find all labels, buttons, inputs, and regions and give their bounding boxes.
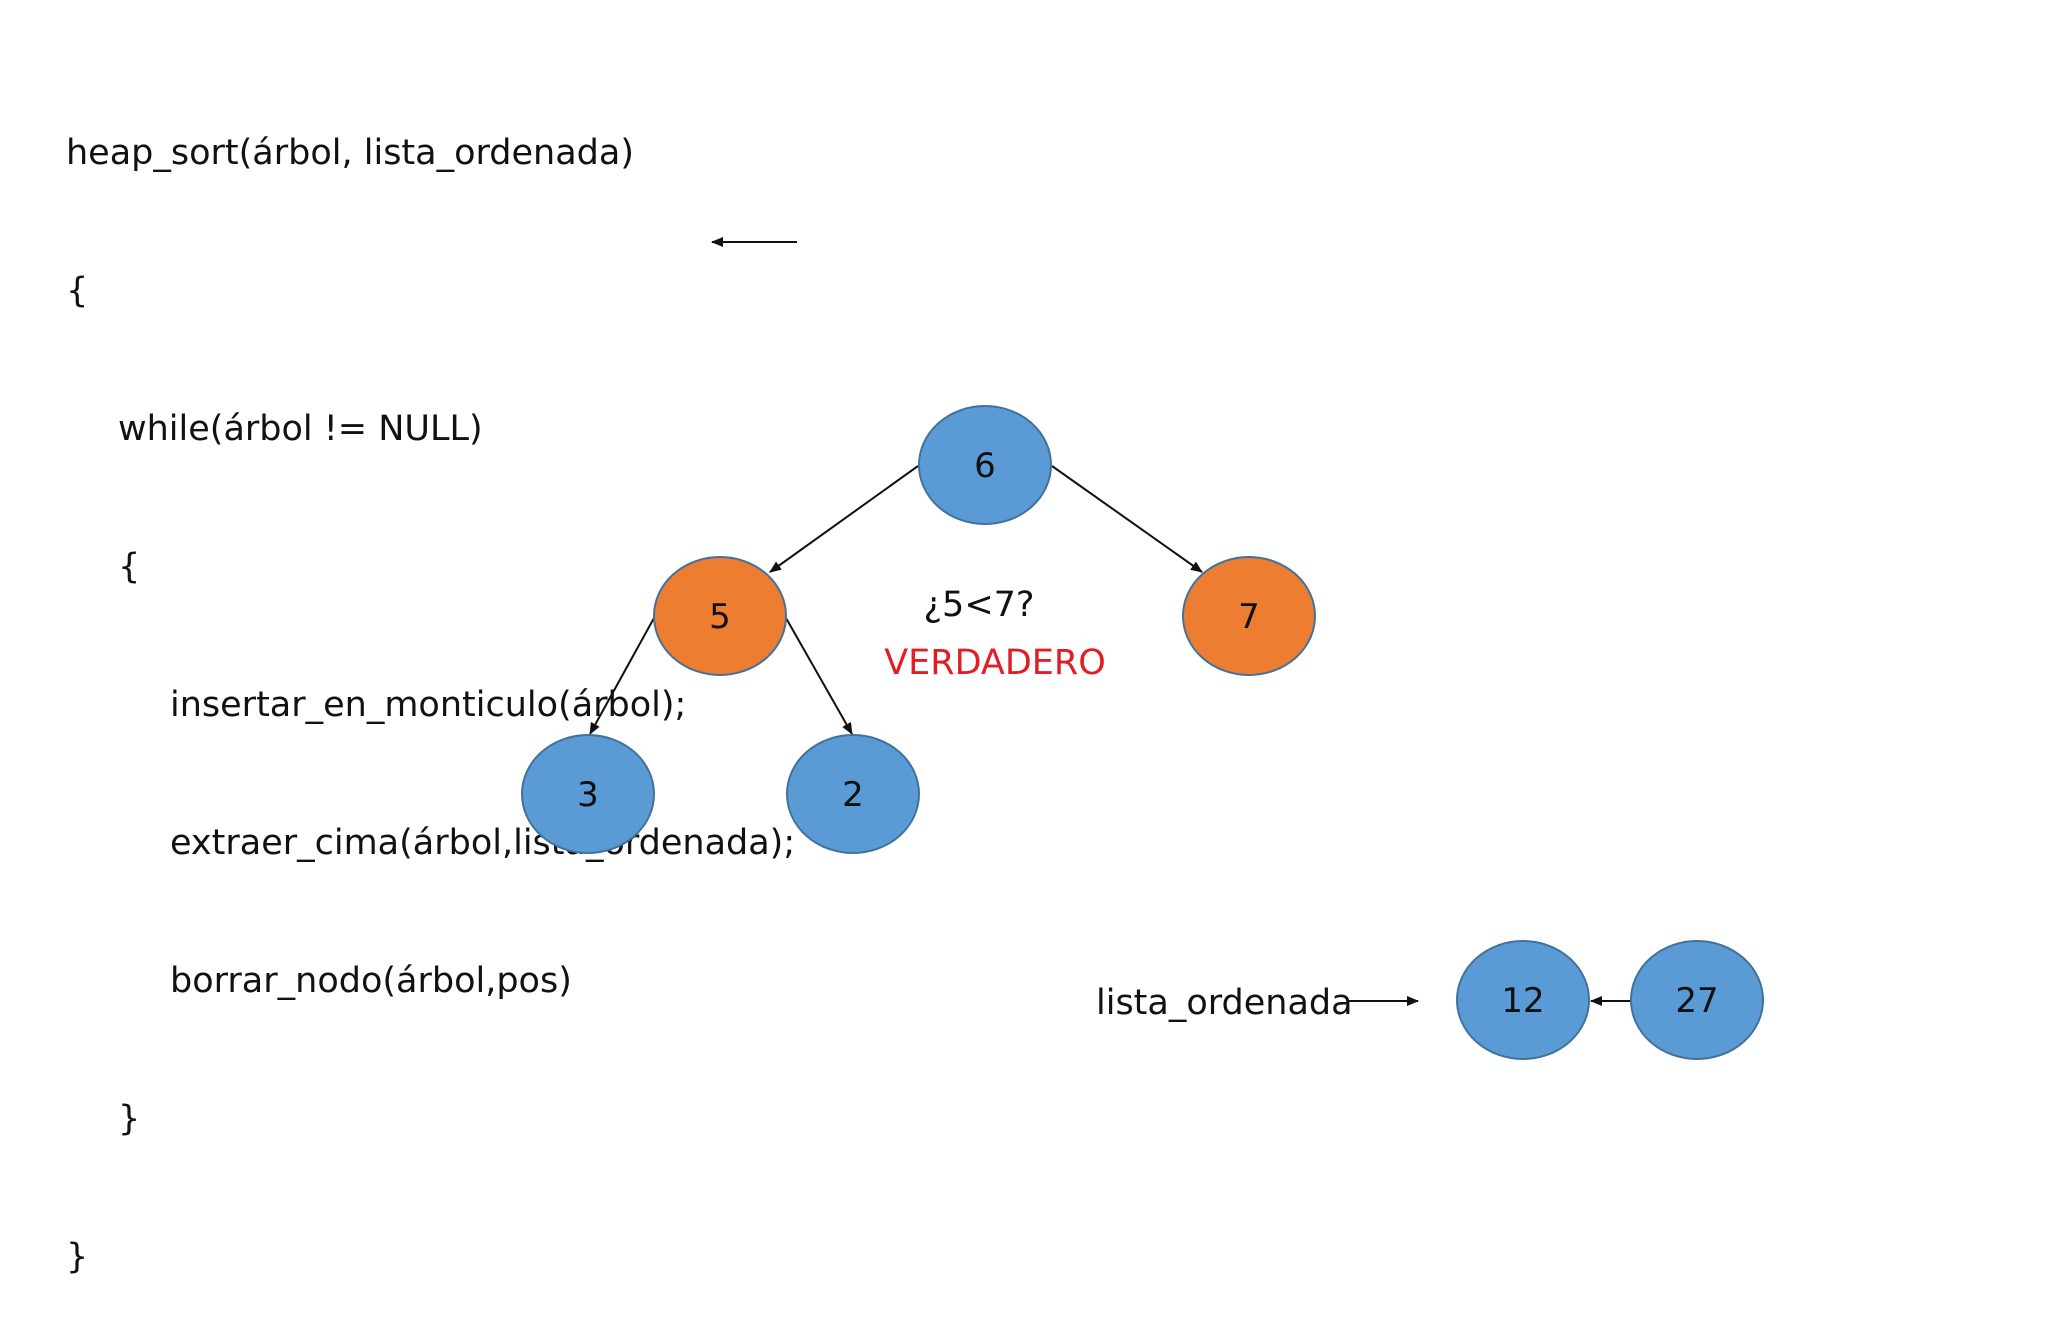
list-label: lista_ordenada [1096,983,1353,1023]
edge-root-right [1051,465,1203,573]
code-line-close-brace: } [66,1237,89,1277]
tree-node-left-left: 3 [521,734,655,854]
tree-node-root: 6 [918,405,1052,525]
code-line-extraer: extraer_cima(árbol,lista_ordenada); [170,823,796,863]
tree-node-left: 5 [653,556,787,676]
list-node-12: 12 [1456,940,1590,1060]
list-node-27: 27 [1630,940,1764,1060]
tree-node-right: 7 [1182,556,1316,676]
heap-diagram: 6 5 7 3 2 ¿5<7? VERDADERO lista_ordenada… [521,237,1764,1060]
tree-node-left-right: 2 [786,734,920,854]
code-line-insertar: insertar_en_monticulo(árbol); [170,685,687,725]
pseudocode-block: heap_sort(árbol, lista_ordenada) { while… [66,38,795,1326]
list-node-12-label: 12 [1501,981,1544,1021]
edge-left-leftleft [589,617,655,735]
code-line-open-brace: { [66,271,89,311]
comparison-result: VERDADERO [884,643,1106,683]
code-line-while-open-brace: { [118,547,141,587]
tree-node-right-label: 7 [1238,597,1260,637]
tree-node-left-left-label: 3 [577,775,599,815]
tree-node-left-right-label: 2 [842,775,864,815]
tree-node-left-label: 5 [709,597,731,637]
edge-root-left [769,465,919,573]
tree-node-root-label: 6 [974,446,996,486]
code-line-while: while(árbol != NULL) [118,409,483,449]
code-line-while-close-brace: } [118,1099,141,1139]
code-line-signature: heap_sort(árbol, lista_ordenada) [66,133,634,173]
comparison-text: ¿5<7? [923,585,1034,625]
list-node-27-label: 27 [1675,981,1718,1021]
code-line-borrar: borrar_nodo(árbol,pos) [170,961,572,1001]
edge-left-leftright [785,617,853,735]
